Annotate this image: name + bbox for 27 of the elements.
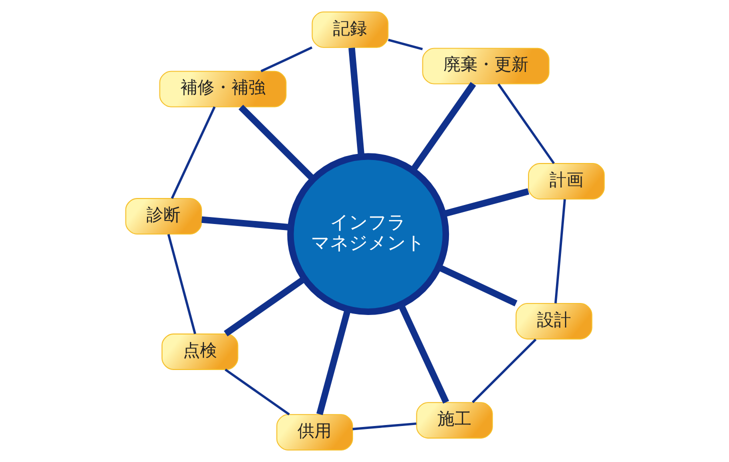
connector: [471, 338, 536, 404]
connector: [397, 303, 449, 404]
connector: [260, 46, 312, 72]
node-box: 供用: [276, 414, 353, 451]
connector: [223, 276, 306, 336]
node-box: 診断: [124, 198, 202, 235]
node-box: 計画: [528, 163, 604, 200]
connector: [170, 106, 216, 199]
node-box: 設計: [515, 302, 592, 340]
connector: [200, 216, 290, 231]
connector: [348, 48, 364, 157]
node-circle: インフラマネジメント: [286, 153, 449, 316]
connector: [166, 234, 196, 334]
node-box: 点検: [161, 334, 238, 370]
connector: [352, 422, 416, 430]
connector: [238, 104, 315, 182]
connector: [316, 308, 351, 416]
node-box: 記録: [311, 11, 388, 48]
connector: [224, 368, 290, 416]
connector: [387, 38, 422, 50]
connector: [410, 82, 476, 172]
node-box: 施工: [416, 402, 492, 439]
connector: [496, 83, 554, 164]
connector: [442, 188, 529, 218]
node-box: 廃棄・更新: [422, 48, 549, 84]
node-box: 補修・補強: [158, 70, 286, 108]
connector: [554, 199, 566, 304]
